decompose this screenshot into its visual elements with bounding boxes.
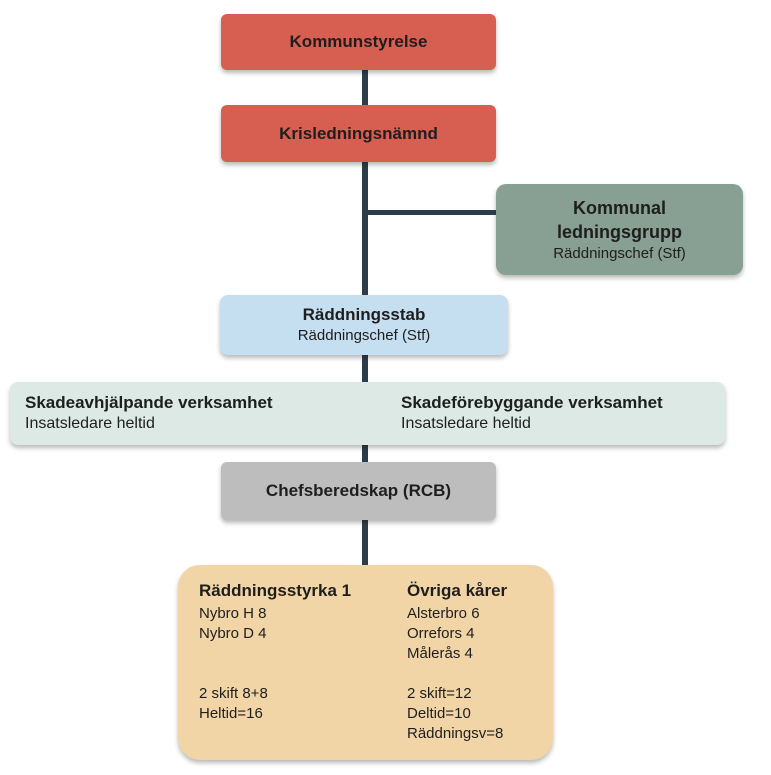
krisledningsnamnd-box: Krisledningsnämnd [221,105,496,162]
connector-stab-to-verksamhet [362,354,368,384]
raddningsstyrka-summary-line: 2 skift 8+8 [199,685,268,702]
connector-main-upper [362,68,368,297]
raddningsstyrka-line: Nybro H 8 [199,605,267,622]
kommunstyrelse-title: Kommunstyrelse [289,32,428,51]
raddningsstab-subtitle: Räddningschef (Stf) [297,327,431,344]
ovriga-karer-summary-line: Räddningsv=8 [407,725,504,742]
verksamhet-box: Skadeavhjälpande verksamhet Insatsledare… [10,382,725,445]
ovriga-karer-line: Orrefors 4 [407,625,475,642]
kommunal-ledningsgrupp-box: Kommunal ledningsgrupp Räddningschef (St… [496,184,743,275]
skadeavhjalpande-subtitle: Insatsledare heltid [25,415,155,432]
ovriga-karer-line: Alsterbro 6 [407,605,480,622]
ovriga-karer-summary-line: 2 skift=12 [407,685,472,702]
ovriga-karer-column: Övriga kårer Alsterbro 6 Orrefors 4 Måle… [407,580,507,744]
skadeforebyggande-column: Skadeförebyggande verksamhet Insatsledar… [401,392,663,434]
raddningsstab-title: Räddningsstab [302,305,426,324]
styrkor-box: Räddningsstyrka 1 Nybro H 8 Nybro D 4 2 … [178,565,553,760]
raddningsstyrka-title: Räddningsstyrka 1 [199,581,352,600]
connector-to-kommunal-ledningsgrupp [366,210,497,215]
kommunstyrelse-box: Kommunstyrelse [221,14,496,70]
ovriga-karer-summary-line: Deltid=10 [407,705,471,722]
raddningsstab-box: Räddningsstab Räddningschef (Stf) [220,295,508,355]
krisledningsnamnd-title: Krisledningsnämnd [279,123,438,143]
chefsberedskap-title: Chefsberedskap (RCB) [265,481,452,500]
ovriga-karer-title: Övriga kårer [407,581,508,600]
skadeforebyggande-subtitle: Insatsledare heltid [401,415,531,432]
kommunal-ledningsgrupp-title-line1: Kommunal [572,197,666,218]
skadeavhjalpande-column: Skadeavhjälpande verksamhet Insatsledare… [25,392,273,434]
ovriga-karer-line: Målerås 4 [407,645,473,662]
connector-verksamhet-to-rcb [362,444,368,464]
raddningsstyrka-column: Räddningsstyrka 1 Nybro H 8 Nybro D 4 2 … [199,580,351,724]
chefsberedskap-box: Chefsberedskap (RCB) [221,462,496,520]
skadeforebyggande-title: Skadeförebyggande verksamhet [401,393,663,412]
raddningsstyrka-line: Nybro D 4 [199,625,267,642]
raddningsstyrka-summary-line: Heltid=16 [199,705,263,722]
kommunal-ledningsgrupp-subtitle: Räddningschef (Stf) [553,244,686,262]
connector-rcb-to-styrkor [362,518,368,567]
skadeavhjalpande-title: Skadeavhjälpande verksamhet [25,393,273,412]
kommunal-ledningsgrupp-title-line2: ledningsgrupp [557,221,682,242]
